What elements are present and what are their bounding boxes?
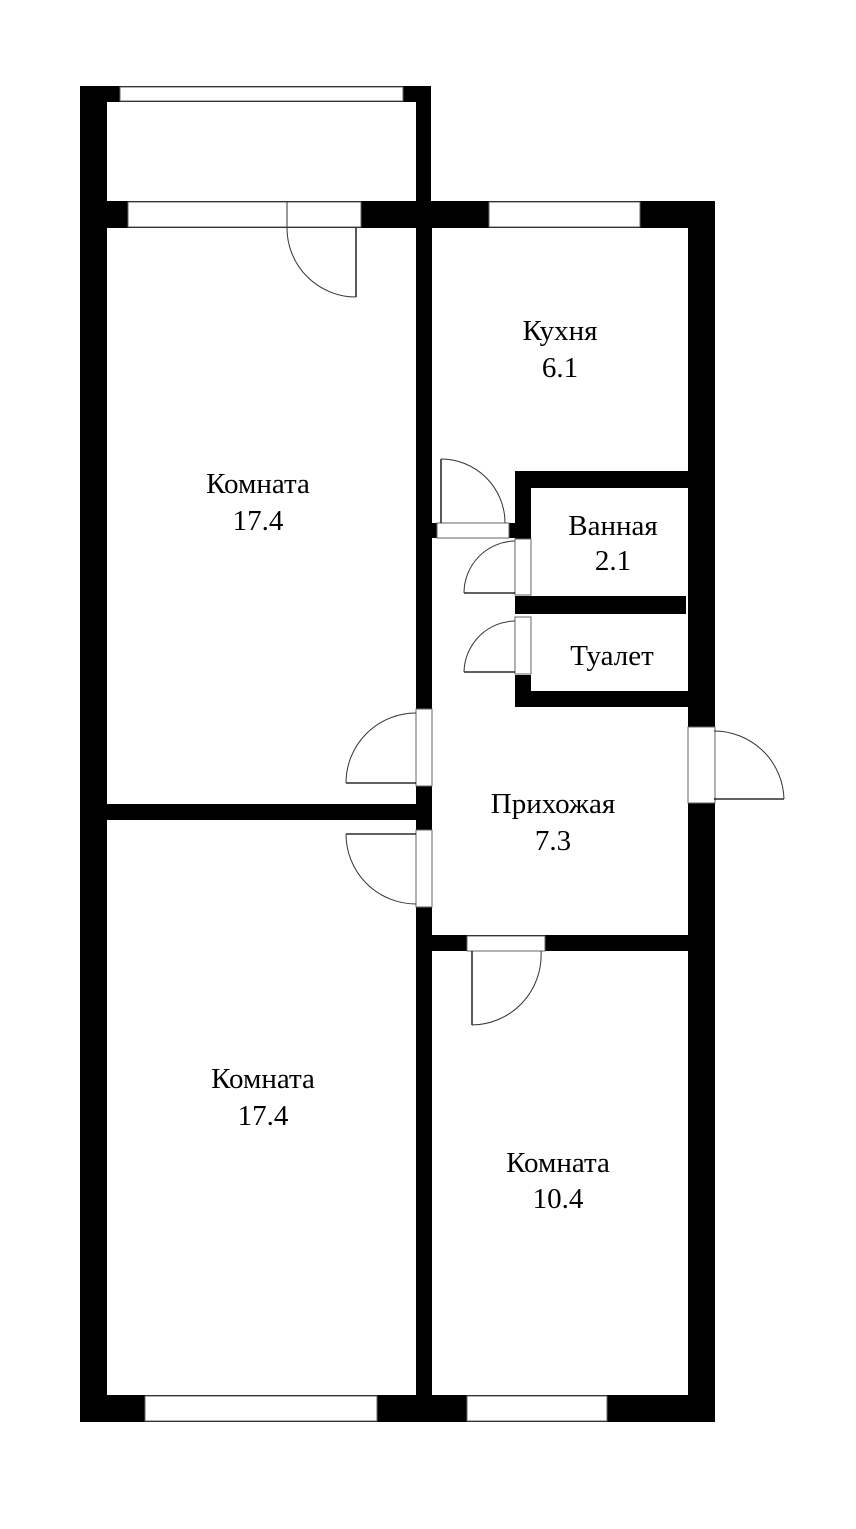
room-labels: Комната 17.4 Кухня 6.1 Ванная 2.1 Туалет… — [206, 315, 658, 1215]
bathroom-area: 2.1 — [595, 545, 631, 577]
balcony-window — [119, 86, 404, 102]
room-1-area: 17.4 — [233, 505, 284, 537]
room-2-name: Комната — [211, 1063, 315, 1095]
hallway-area: 7.3 — [535, 825, 571, 857]
room-3-window — [466, 1395, 608, 1422]
room-1-window — [127, 201, 362, 228]
kitchen-door — [436, 458, 510, 539]
room-1-door — [345, 708, 433, 787]
room-2-door — [345, 829, 433, 908]
doors — [286, 227, 785, 1026]
room-3-area: 10.4 — [533, 1183, 584, 1215]
bathroom-door — [463, 538, 532, 596]
toilet-door — [463, 616, 532, 675]
room-1-name: Комната — [206, 468, 310, 500]
room-2-window — [144, 1395, 378, 1422]
room-3-name: Комната — [506, 1147, 610, 1179]
kitchen-window — [488, 201, 641, 228]
kitchen-name: Кухня — [522, 315, 597, 347]
entrance-door — [687, 726, 785, 804]
hallway-name: Прихожая — [491, 788, 615, 820]
balcony-door — [286, 227, 357, 298]
bathroom-name: Ванная — [568, 510, 657, 542]
windows — [119, 86, 641, 1422]
kitchen-area: 6.1 — [542, 352, 578, 384]
room-3-door — [466, 935, 546, 1026]
walls — [80, 86, 715, 1422]
toilet-name: Туалет — [570, 640, 654, 672]
room-2-area: 17.4 — [238, 1100, 289, 1132]
